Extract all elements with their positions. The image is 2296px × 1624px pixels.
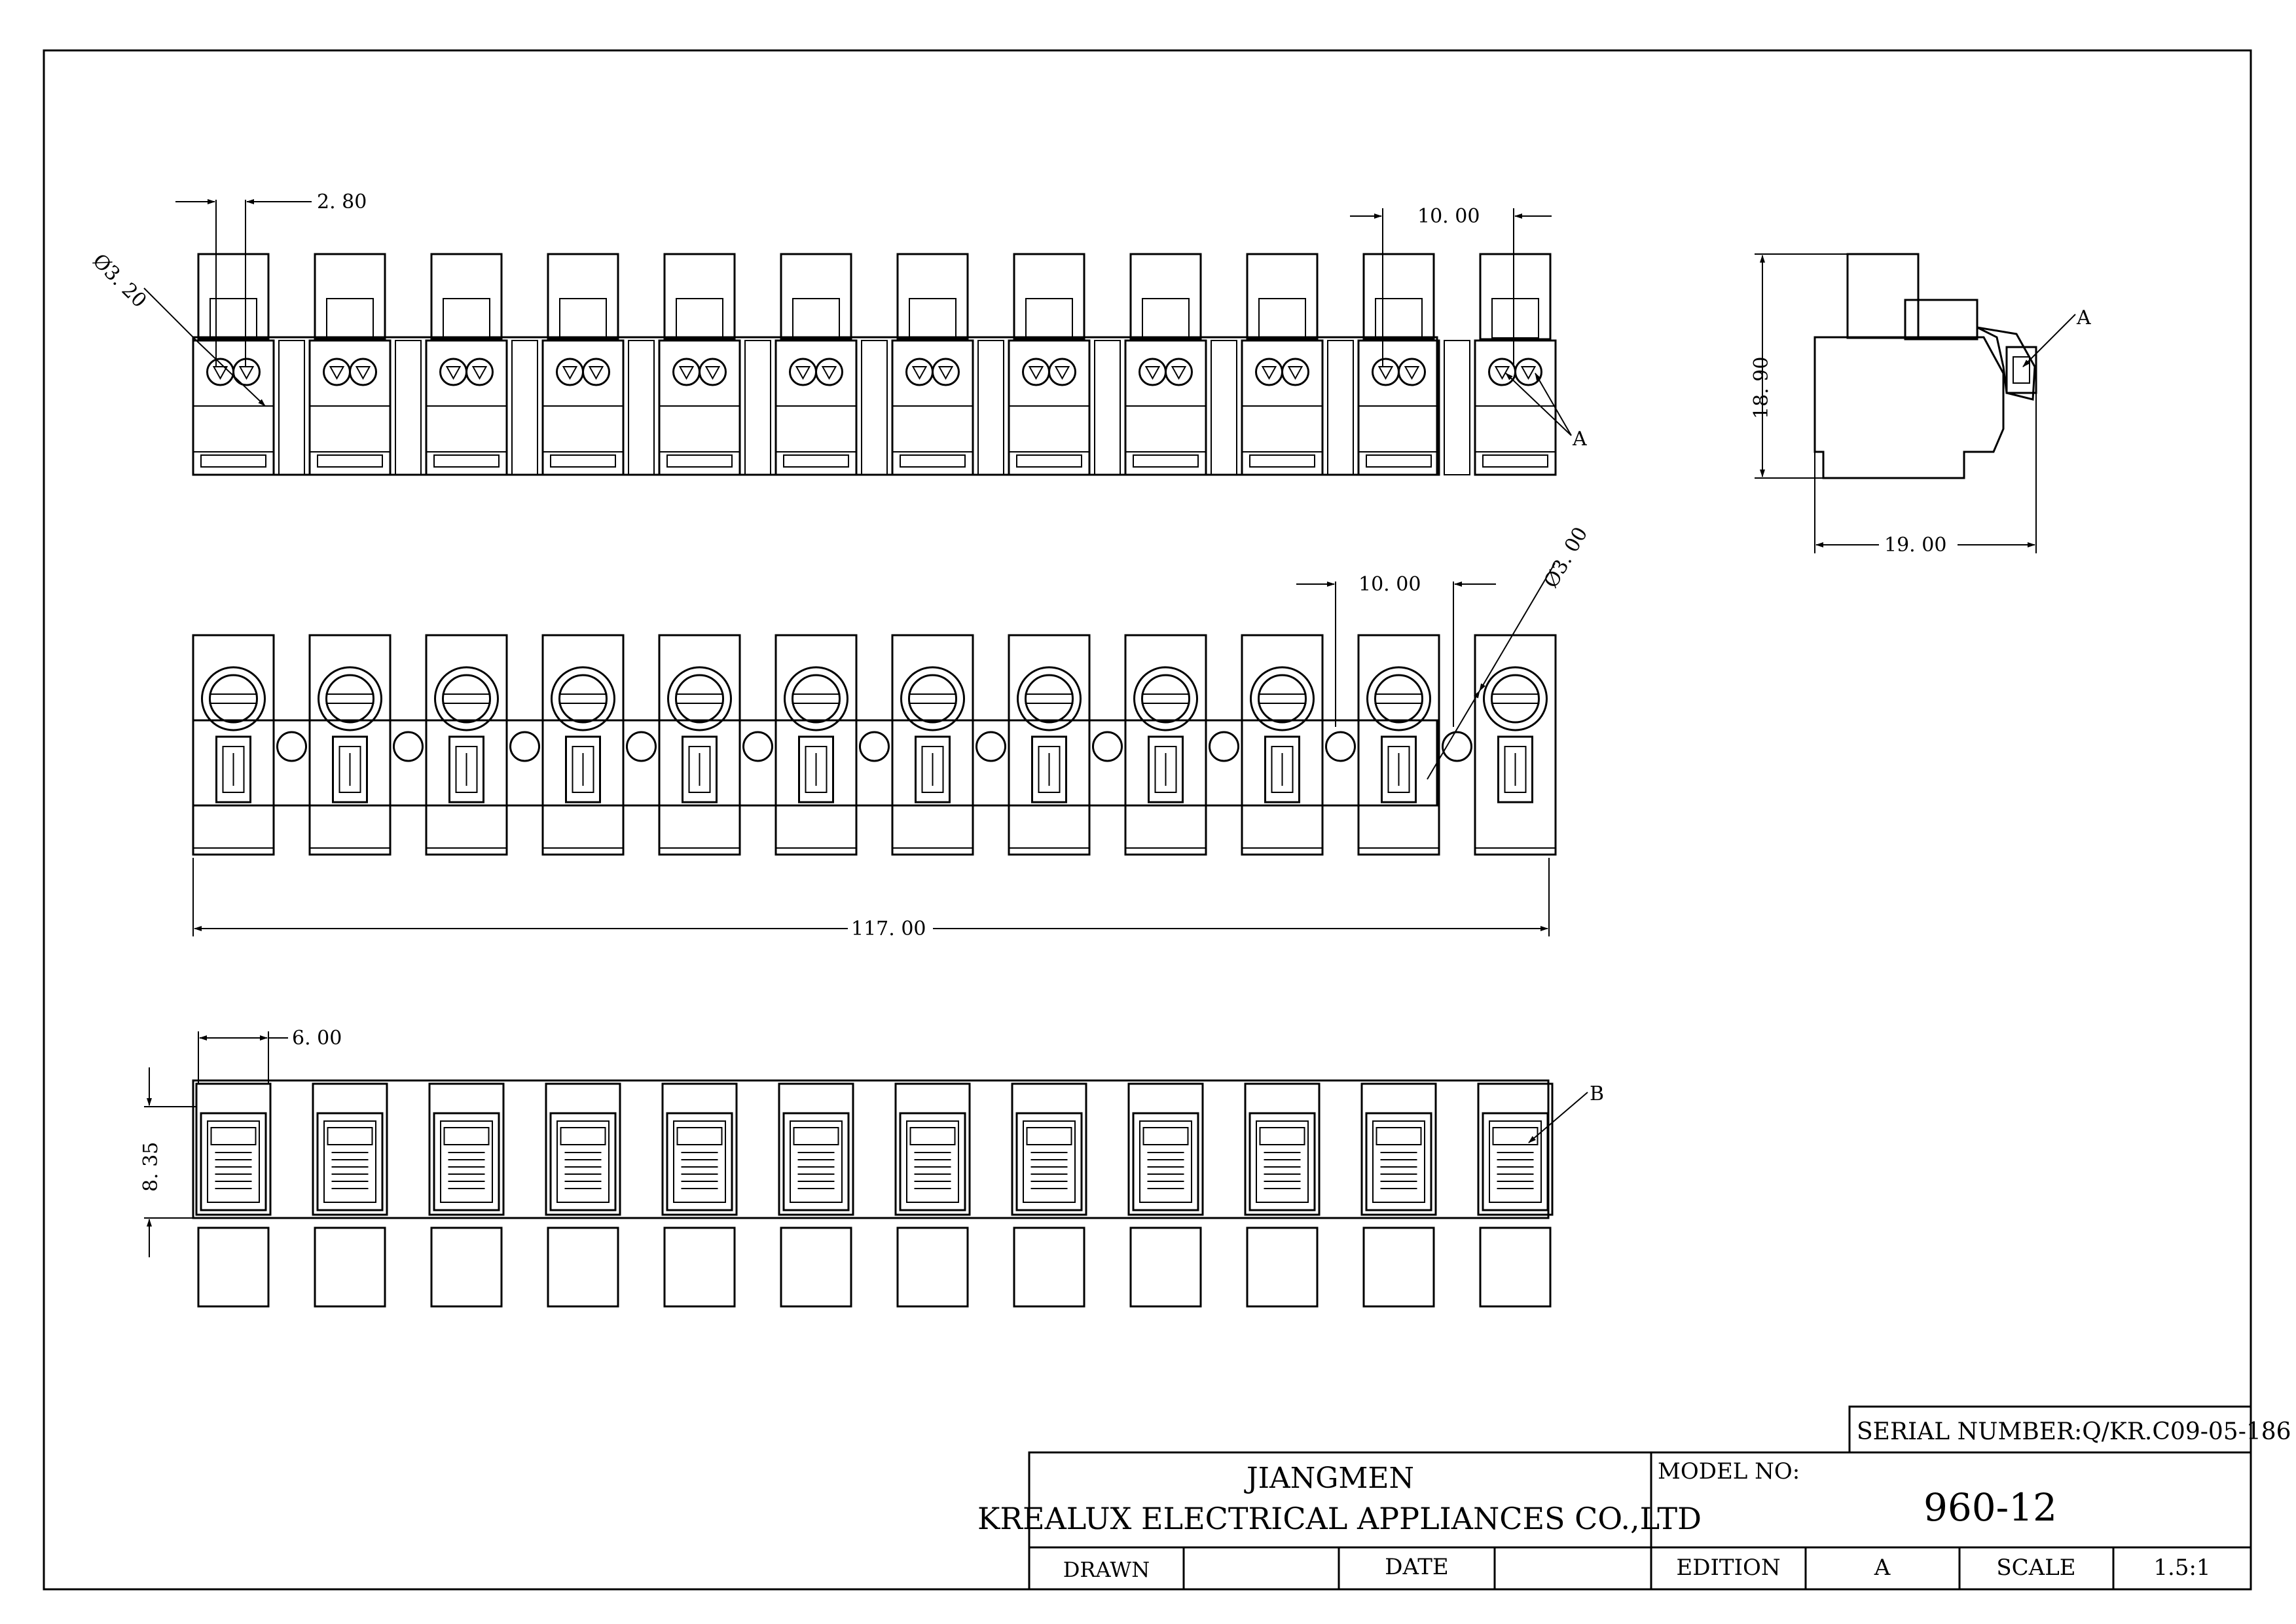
- scale-value: 1.5:1: [2153, 1555, 2210, 1581]
- dim-pitch-front: 10. 00: [1358, 573, 1421, 596]
- dim-side-width: 19. 00: [1884, 534, 1946, 557]
- dim-hole-diameter-top: Ø3. 20: [88, 249, 151, 312]
- terminal-top-1: [192, 253, 305, 476]
- model-label: MODEL NO:: [1658, 1458, 1800, 1485]
- terminal-front-7: [891, 634, 1006, 856]
- terminal-top-11: [1357, 253, 1470, 476]
- front-view: 10. 00 Ø3. 00 117. 00: [192, 523, 1593, 940]
- terminal-bottom-1: [195, 1082, 272, 1308]
- terminal-bottom-2: [312, 1082, 388, 1308]
- terminal-top-4: [541, 253, 655, 476]
- terminal-front-8: [1008, 634, 1123, 856]
- terminal-front-1: [192, 634, 307, 856]
- terminal-top-12: [1474, 253, 1557, 476]
- bottom-view: 6. 00 8. 35 B: [139, 1027, 1604, 1308]
- terminal-top-9: [1124, 253, 1237, 476]
- edition-value: A: [1874, 1555, 1891, 1581]
- dim-pitch-top: 10. 00: [1417, 205, 1480, 228]
- dim-screw-diameter: Ø3. 00: [1540, 523, 1593, 592]
- terminal-bottom-5: [661, 1082, 738, 1308]
- terminal-front-12: [1474, 634, 1557, 856]
- dim-overall-length: 117. 00: [851, 917, 926, 940]
- serial-number: SERIAL NUMBER:Q/KR.C09-05-186: [1857, 1418, 2291, 1445]
- terminal-front-3: [425, 634, 540, 856]
- terminal-bottom-6: [778, 1082, 854, 1308]
- dim-slot-width: 6. 00: [292, 1027, 342, 1050]
- terminal-bottom-12: [1477, 1082, 1554, 1308]
- terminal-top-7: [891, 253, 1004, 476]
- terminal-bottom-9: [1127, 1082, 1204, 1308]
- bottom-view-body: [192, 1079, 1550, 1219]
- dim-slot-height: 8. 35: [139, 1142, 162, 1192]
- company-line2: KREALUX ELECTRICAL APPLIANCES CO.,LTD: [977, 1501, 1702, 1536]
- terminal-bottom-8: [1011, 1082, 1087, 1308]
- terminal-top-6: [774, 253, 888, 476]
- title-block: SERIAL NUMBER:Q/KR.C09-05-186 JIANGMEN K…: [977, 1405, 2291, 1591]
- terminal-bottom-4: [545, 1082, 621, 1308]
- callout-a-top: A: [1572, 428, 1587, 451]
- terminal-top-10: [1241, 253, 1354, 476]
- terminal-front-6: [774, 634, 890, 856]
- callout-a-side: A: [2076, 306, 2091, 329]
- scale-label: SCALE: [1996, 1555, 2075, 1581]
- terminal-front-4: [541, 634, 657, 856]
- drawing-border: [43, 49, 2252, 1591]
- terminal-top-2: [308, 253, 422, 476]
- side-view: 18. 90 19. 00 A: [1750, 253, 2091, 557]
- terminal-front-9: [1124, 634, 1239, 856]
- edition-label: EDITION: [1676, 1555, 1780, 1581]
- model-value: 960-12: [1923, 1485, 2057, 1530]
- date-label: DATE: [1385, 1554, 1448, 1580]
- dim-pin-pitch-top: 2. 80: [317, 191, 367, 213]
- terminal-top-5: [658, 253, 771, 476]
- top-view: 2. 80 Ø3. 20 10. 00 A: [88, 191, 1587, 476]
- company-line1: JIANGMEN: [1244, 1462, 1414, 1495]
- callout-b: B: [1590, 1082, 1604, 1105]
- terminal-top-3: [425, 253, 538, 476]
- terminal-front-2: [308, 634, 424, 856]
- terminal-bottom-10: [1244, 1082, 1321, 1308]
- terminal-bottom-7: [894, 1082, 971, 1308]
- terminal-front-5: [658, 634, 773, 856]
- drawn-label: DRAWN: [1063, 1557, 1150, 1582]
- dim-side-height: 18. 90: [1750, 357, 1773, 419]
- terminal-front-11: [1357, 634, 1472, 856]
- terminal-bottom-3: [428, 1082, 505, 1308]
- terminal-top-8: [1008, 253, 1121, 476]
- terminal-front-10: [1241, 634, 1356, 856]
- terminal-bottom-11: [1360, 1082, 1437, 1308]
